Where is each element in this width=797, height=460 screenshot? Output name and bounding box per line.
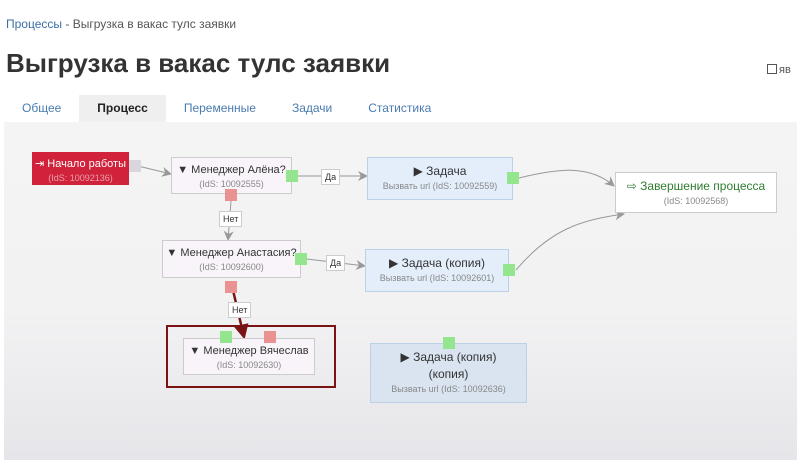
edge-label-yes: Да [326,255,346,271]
node-end[interactable]: ⇨ Завершение процесса (IdS: 10092568) [615,172,777,213]
node-title-line2: (копия) [428,367,469,381]
node-id: (IdS: 10092630) [216,360,282,370]
tab-process[interactable]: Процесс [79,95,166,122]
port-out[interactable] [507,172,519,184]
play-icon: ▶ [400,350,414,364]
checkbox-label: яв [779,64,791,76]
node-title: ⇨ Завершение процесса [626,179,766,193]
node-task-copy-copy[interactable]: ▶ Задача (копия) (копия) Вызвать url (IdS:… [370,343,527,403]
port-out[interactable] [129,160,141,172]
filter-icon: ▼ [177,164,192,176]
sign-out-icon: ⇨ [626,179,641,193]
play-icon: ▶ [413,164,427,178]
checkbox[interactable]: яв [767,64,791,76]
filter-icon: ▼ [166,247,181,259]
port-yes[interactable] [295,253,307,265]
node-title: ▶ Задача (копия) [400,350,497,364]
edge-label-no: Нет [228,302,252,318]
node-id: (IdS: 10092136) [48,173,113,183]
checkbox-box[interactable] [767,64,777,74]
node-manager-vyacheslav[interactable]: ▼ Менеджер Вячеслав (IdS: 10092630) [183,338,315,375]
node-title: ▼ Менеджер Анастасия? [166,247,297,259]
port-no[interactable] [225,189,237,201]
node-id: Вызвать url (IdS: 10092601) [379,273,495,283]
node-title: ▶ Задача [413,164,467,178]
port-yes[interactable] [220,331,232,343]
port-out[interactable] [503,264,515,276]
node-id: (IdS: 10092555) [199,179,264,189]
node-id: (IdS: 10092600) [199,262,264,272]
breadcrumb-current: Выгрузка в вакас тулс заявки [72,17,237,31]
edge-label-no: Нет [219,211,243,227]
port-no[interactable] [264,331,276,343]
node-manager-anastasia[interactable]: ▼ Менеджер Анастасия? (IdS: 10092600) [162,240,301,278]
sign-in-icon: ⇥ [34,158,48,170]
play-icon: ▶ [389,256,402,270]
edge-label-yes: Да [321,169,341,185]
tab-general[interactable]: Общее [22,101,62,115]
breadcrumb: Процессы - Выгрузка в вакас тулс заявки [6,17,236,31]
node-id: Вызвать url (IdS: 10092636) [391,384,506,394]
tab-statistics[interactable]: Статистика [368,101,432,115]
edge-task1-end [518,169,615,187]
page-title: Выгрузка в вакас тулс заявки [6,48,391,78]
tab-tasks[interactable]: Задачи [291,101,333,115]
tab-variables[interactable]: Переменные [183,101,256,115]
breadcrumb-processes-link[interactable]: Процессы [6,17,63,31]
edge-task2-end [515,210,625,271]
tabs: Общее Процесс Переменные Задачи Статисти… [4,95,449,122]
port-in[interactable] [443,337,455,349]
node-start[interactable]: ⇥ Начало работы (IdS: 10092136) [32,152,129,185]
node-task-copy[interactable]: ▶ Задача (копия) Вызвать url (IdS: 100926… [365,249,509,292]
port-yes[interactable] [286,170,298,182]
filter-icon: ▼ [189,345,204,357]
port-no[interactable] [225,281,237,293]
node-title: ▼ Менеджер Алёна? [177,164,286,176]
node-id: Вызвать url (IdS: 10092559) [382,181,498,191]
highlight-box [166,325,336,388]
edge-start-alena [137,165,172,177]
node-id: (IdS: 10092568) [663,196,729,206]
node-title: ⇥ Начало работы [34,158,127,170]
node-title: ▶ Задача (копия) [389,256,485,270]
node-title: ▼ Менеджер Вячеслав [189,345,309,357]
breadcrumb-separator: - [62,17,73,31]
